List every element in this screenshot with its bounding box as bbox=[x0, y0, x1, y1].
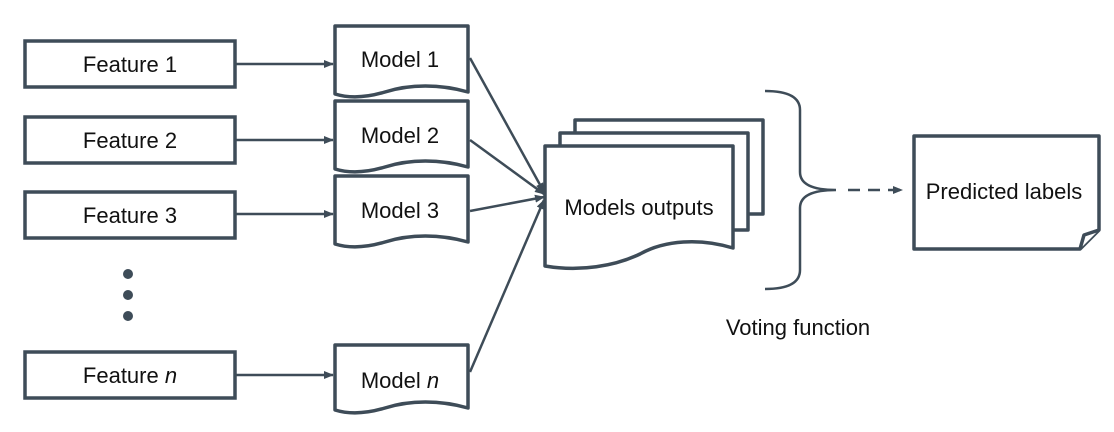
predicted-labels-label: Predicted labels bbox=[926, 179, 1083, 204]
outputs-doc-front bbox=[543, 144, 735, 271]
feature-label-1-prefix: Feature bbox=[83, 52, 165, 77]
feature-label-2-number: 2 bbox=[165, 128, 177, 153]
svg-text:Model 1: Model 1 bbox=[361, 47, 439, 72]
svg-text:Feature 1: Feature 1 bbox=[83, 52, 177, 77]
ellipsis-dot bbox=[123, 290, 133, 300]
svg-text:Feature 2: Feature 2 bbox=[83, 128, 177, 153]
feature-label-n-prefix: Feature bbox=[83, 363, 165, 388]
feature-label-3-prefix: Feature bbox=[83, 203, 165, 228]
model-label-n-variable: n bbox=[427, 368, 439, 393]
model-doc-3: Model 3 bbox=[333, 174, 470, 249]
svg-text:Model 2: Model 2 bbox=[361, 123, 439, 148]
model-label-1-number: 1 bbox=[427, 47, 439, 72]
models-outputs-label: Models outputs bbox=[564, 195, 713, 220]
feature-label-3-number: 3 bbox=[165, 203, 177, 228]
feature-label-1-number: 1 bbox=[165, 52, 177, 77]
voting-function-label: Voting function bbox=[726, 315, 870, 340]
svg-text:Feature 3: Feature 3 bbox=[83, 203, 177, 228]
model-label-n-prefix: Model bbox=[361, 368, 427, 393]
model-label-2-number: 2 bbox=[427, 123, 439, 148]
feature-box-n: Feature n bbox=[23, 350, 237, 400]
model-2-to-outputs-arrow bbox=[469, 138, 545, 196]
feature-label-n-variable: n bbox=[165, 363, 177, 388]
model-doc-n: Model n bbox=[333, 343, 470, 415]
models-outputs-stack: Models outputs bbox=[543, 118, 765, 271]
feature-label-2-prefix: Feature bbox=[83, 128, 165, 153]
svg-text:Feature n: Feature n bbox=[83, 363, 177, 388]
model-n-to-outputs-arrow bbox=[468, 199, 546, 373]
model-doc-1: Model 1 bbox=[333, 24, 470, 99]
feature-box-3: Feature 3 bbox=[23, 190, 237, 240]
predicted-labels-note: Predicted labels bbox=[912, 134, 1101, 251]
model-label-2-prefix: Model bbox=[361, 123, 427, 148]
ellipsis-dot bbox=[123, 269, 133, 279]
model-doc-2: Model 2 bbox=[333, 99, 470, 174]
feature-box-2: Feature 2 bbox=[23, 115, 237, 165]
model-label-3-number: 3 bbox=[427, 198, 439, 223]
model-label-3-prefix: Model bbox=[361, 198, 427, 223]
svg-text:Model 3: Model 3 bbox=[361, 198, 439, 223]
ellipsis-dots bbox=[123, 269, 133, 321]
ellipsis-dot bbox=[123, 311, 133, 321]
voting-brace bbox=[764, 89, 837, 291]
model-label-1-prefix: Model bbox=[361, 47, 427, 72]
model-1-to-outputs-arrow bbox=[468, 57, 546, 193]
note-fold-icon bbox=[1078, 228, 1100, 250]
feature-box-1: Feature 1 bbox=[23, 39, 237, 89]
model-3-to-outputs-arrow bbox=[469, 194, 545, 213]
svg-text:Model n: Model n bbox=[361, 368, 439, 393]
